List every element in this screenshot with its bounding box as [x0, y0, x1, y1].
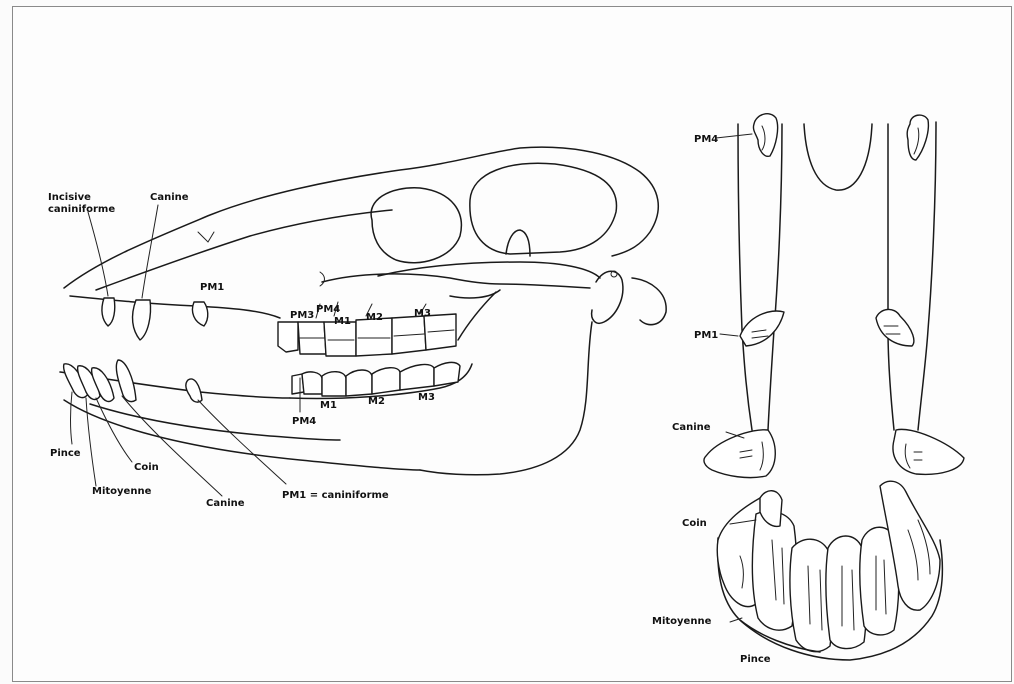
ear-process: [632, 278, 666, 325]
lower-canine: [116, 360, 136, 402]
label-coin-lateral: Coin: [134, 462, 159, 473]
upper-pm1: [192, 302, 207, 326]
front-pm1-left: [740, 311, 784, 346]
front-pm4-right: [907, 115, 928, 160]
label-upper-m3: M3: [414, 308, 431, 319]
skull-dorsal-outline: [64, 147, 658, 288]
mandible-lower-margin: [64, 400, 420, 470]
label-upper-pm1: PM1: [200, 282, 224, 293]
right-maxilla-outer: [918, 122, 936, 430]
upper-canine: [133, 300, 151, 340]
zygomatic-arch: [378, 262, 600, 278]
upper-incisor-caniniform: [102, 298, 115, 326]
zygomatic-lower: [322, 274, 590, 288]
label-front-pince: Pince: [740, 654, 771, 665]
occipital-condyle: [592, 271, 623, 323]
lower-cheek-teeth: [292, 362, 460, 396]
label-mitoyenne-lateral: Mitoyenne: [92, 486, 152, 497]
right-maxilla-inner: [888, 124, 894, 430]
label-lower-canine: Canine: [206, 498, 245, 509]
label-incisive: Incisive: [48, 192, 91, 203]
label-lower-m1: M1: [320, 400, 337, 411]
label-front-coin: Coin: [682, 518, 707, 529]
front-pm1-right: [876, 309, 914, 346]
lower-pm1-caniniform: [186, 379, 202, 402]
label-upper-canine: Canine: [150, 192, 189, 203]
label-upper-pm4: PM4: [316, 304, 340, 315]
label-front-pm1: PM1: [694, 330, 718, 341]
label-lower-m2: M2: [368, 396, 385, 407]
front-incisor-arch: [717, 481, 942, 660]
zygoma-mark: [320, 272, 325, 286]
left-maxilla-outer: [738, 124, 752, 430]
nasal-bone: [96, 210, 392, 290]
maxilla-posterior: [458, 292, 496, 340]
label-front-canine: Canine: [672, 422, 711, 433]
mandible-notch: [450, 290, 500, 298]
front-canine-right: [893, 429, 964, 474]
label-upper-m1: M1: [334, 316, 351, 327]
label-lower-pm4: PM4: [292, 416, 316, 427]
front-view: [704, 114, 964, 660]
left-maxilla-inner: [768, 124, 782, 430]
label-pince-lateral: Pince: [50, 448, 81, 459]
nasal-notch: [198, 232, 214, 242]
palate-curve: [804, 124, 872, 190]
front-pm4-left: [753, 114, 777, 157]
temporal-fossa: [470, 163, 617, 254]
label-lower-m3: M3: [418, 392, 435, 403]
label-front-mitoyenne: Mitoyenne: [652, 616, 712, 627]
label-upper-m2: M2: [366, 312, 383, 323]
label-front-pm4: PM4: [694, 134, 718, 145]
orbit: [371, 188, 461, 263]
label-caniniforme: caniniforme: [48, 204, 115, 215]
postorbital-bar: [506, 230, 530, 256]
label-pm1-caniniforme: PM1 = caniniforme: [282, 490, 389, 501]
label-upper-pm3: PM3: [290, 310, 314, 321]
